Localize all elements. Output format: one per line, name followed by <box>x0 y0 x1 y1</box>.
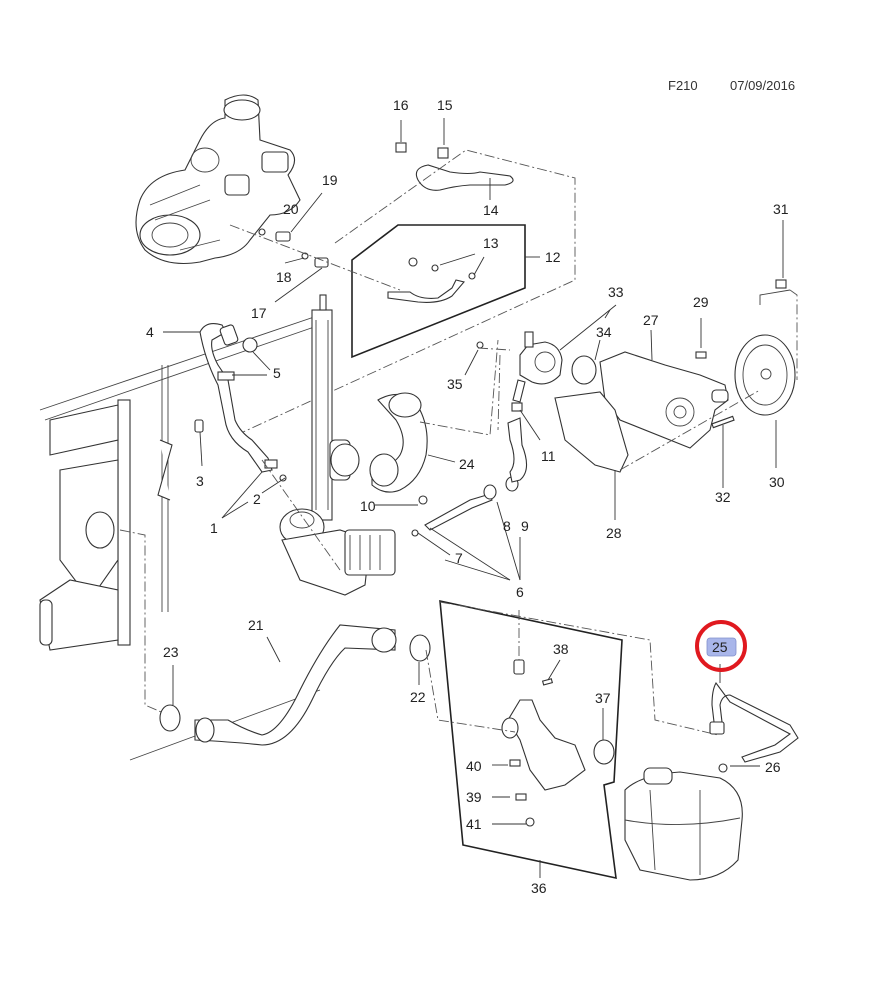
callout-19[interactable]: 19 <box>322 172 338 188</box>
callout-11[interactable]: 11 <box>541 448 556 464</box>
highlight-label-bg <box>706 637 737 657</box>
callout-33[interactable]: 33 <box>608 284 624 300</box>
callout-4[interactable]: 4 <box>146 324 154 340</box>
callout-10[interactable]: 10 <box>360 498 376 514</box>
callout-15[interactable]: 15 <box>437 97 453 113</box>
callout-39[interactable]: 39 <box>466 789 482 805</box>
hose-9 <box>507 417 528 483</box>
kit-12-frame <box>351 224 526 359</box>
callout-26[interactable]: 26 <box>765 759 781 775</box>
hose-24 <box>330 392 428 493</box>
callout-30[interactable]: 30 <box>769 474 785 490</box>
water-pump-27 <box>599 351 729 449</box>
seal-34 <box>571 355 597 385</box>
bolt-31 <box>775 279 787 289</box>
hose-4-5 <box>194 323 287 482</box>
highlight-ring <box>695 620 747 672</box>
callout-22[interactable]: 22 <box>410 689 426 705</box>
pulley-30 <box>734 334 796 416</box>
callout-34[interactable]: 34 <box>596 324 612 340</box>
callout-2[interactable]: 2 <box>253 491 261 507</box>
radiator-drawing <box>39 314 321 761</box>
callout-16[interactable]: 16 <box>393 97 409 113</box>
water-pump-housing-33 <box>476 331 563 412</box>
callout-7[interactable]: 7 <box>455 550 463 566</box>
hose-21 <box>194 624 397 746</box>
pipe-6 <box>411 476 519 537</box>
callout-13[interactable]: 13 <box>483 235 499 251</box>
oil-filter-housing <box>279 508 396 596</box>
callout-5[interactable]: 5 <box>273 365 281 381</box>
callout-23[interactable]: 23 <box>163 644 179 660</box>
callout-21[interactable]: 21 <box>248 617 264 633</box>
kit-36-frame <box>439 599 623 880</box>
hose-25 <box>709 681 799 763</box>
callout-3[interactable]: 3 <box>196 473 204 489</box>
callout-36[interactable]: 36 <box>531 880 547 896</box>
gasket-28 <box>554 391 629 473</box>
turbocharger-drawing <box>135 94 301 265</box>
callout-24[interactable]: 24 <box>459 456 475 472</box>
radiator-side-bracket <box>311 294 351 521</box>
callout-35[interactable]: 35 <box>447 376 463 392</box>
callout-29[interactable]: 29 <box>693 294 709 310</box>
callout-25[interactable]: 25 <box>712 639 728 655</box>
bolt-29 <box>695 351 707 359</box>
callout-9[interactable]: 9 <box>521 518 529 534</box>
callout-17[interactable]: 17 <box>251 305 267 321</box>
callout-31[interactable]: 31 <box>773 201 789 217</box>
expansion-tank <box>624 767 743 881</box>
part-14-pipe <box>395 142 514 191</box>
callout-40[interactable]: 40 <box>466 758 482 774</box>
callout-6[interactable]: 6 <box>516 584 524 600</box>
callout-1[interactable]: 1 <box>210 520 218 536</box>
callout-8[interactable]: 8 <box>503 518 511 534</box>
callout-28[interactable]: 28 <box>606 525 622 541</box>
callout-41[interactable]: 41 <box>466 816 482 832</box>
thermostat-housing <box>501 659 615 827</box>
callout-38[interactable]: 38 <box>553 641 569 657</box>
bolt-32 <box>711 415 735 429</box>
part-12-pipe <box>387 279 465 303</box>
clamp-26 <box>718 763 728 773</box>
callout-32[interactable]: 32 <box>715 489 731 505</box>
diagram-date: 07/09/2016 <box>730 78 796 93</box>
callout-18[interactable]: 18 <box>276 269 292 285</box>
callout-12[interactable]: 12 <box>545 249 561 265</box>
fittings-17-20 <box>258 228 329 268</box>
callout-20[interactable]: 20 <box>283 201 299 217</box>
callout-14[interactable]: 14 <box>483 202 499 218</box>
figure-code: F210 <box>668 78 698 93</box>
callout-37[interactable]: 37 <box>595 690 611 706</box>
clamp-22 <box>409 634 431 662</box>
callout-27[interactable]: 27 <box>643 312 659 328</box>
clamp-23 <box>159 704 181 732</box>
